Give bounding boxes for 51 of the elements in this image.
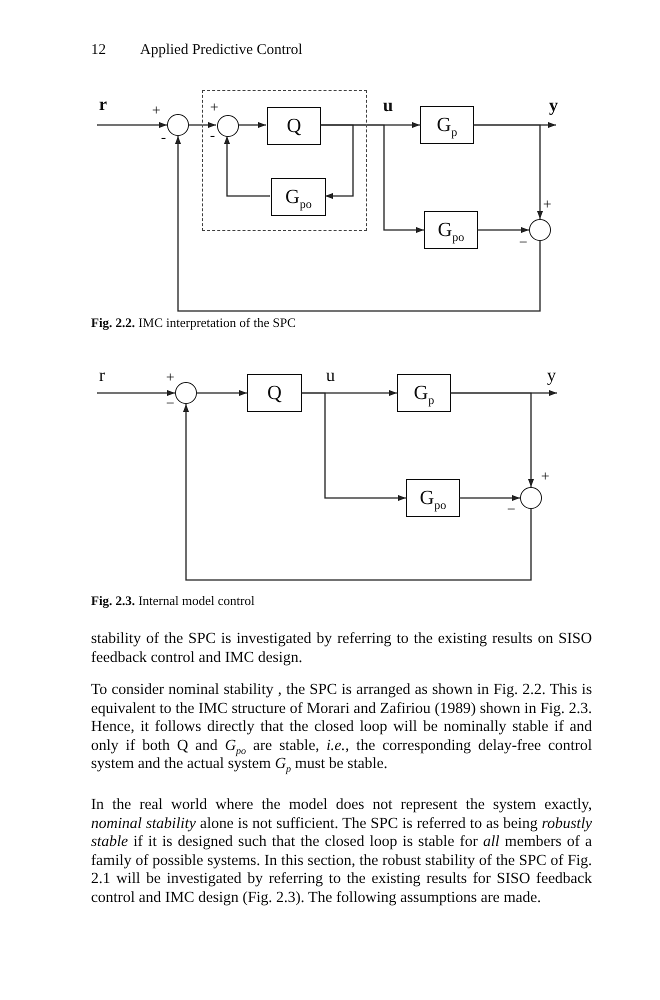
junction-sign: + (541, 470, 550, 485)
junction-sign: + (210, 101, 218, 116)
dashed-frame (202, 90, 367, 231)
arrow (478, 227, 529, 233)
arrow (451, 392, 534, 487)
arrow (97, 390, 175, 396)
arrow (302, 392, 406, 501)
block-label: G$_{po}$ (285, 186, 312, 208)
junction-sign: − (519, 236, 528, 251)
summing-junction (520, 487, 542, 509)
junction-sign: - (161, 131, 166, 146)
paragraph: In the real world where the model does not represent the system exactly, nominal stability alone is not sufficient. The SPC is referred to as being robustly stable if it is designed such that the closed loop is stable for all members of a family of possible systems. In this section, the robust stability of the SPC of Fig. 2.1 will be investigated by referring to the existing results for SISO feedback control and IMC design (Fig. 2.3). The following assumptions are made. (91, 796, 592, 908)
junction-sign: − (166, 397, 174, 412)
block-label: Q (286, 115, 302, 137)
paragraph: To consider nominal stability , the SPC is arranged as shown in Fig. 2.2. This is equivalent to the IMC structure of Morari and Zafiriou (1989) shown in Fig. 2.3. Hence, it follows directly that the closed loop will be nominally stable if and only if both Q and G$_{po}$ are stable, i.e., the corresponding delay-free control system and the actual system G$_{p}$ must be stable. (91, 681, 592, 774)
transfer-block (420, 106, 474, 144)
block-label: G$_{po}$ (438, 219, 464, 241)
arrow (474, 124, 543, 219)
arrow (224, 136, 270, 197)
arrow (97, 122, 167, 128)
arrow (460, 495, 520, 501)
block-label: G$_{p}$ (436, 114, 458, 136)
arrow (197, 390, 247, 396)
summing-junction (217, 115, 239, 137)
figure-caption: Fig. 2.2. IMC interpretation of the SPC (91, 315, 296, 330)
junction-sign: + (543, 198, 552, 213)
transfer-block (397, 374, 451, 412)
junction-sign: + (166, 371, 174, 386)
junction-sign: − (507, 503, 516, 518)
arrow (183, 404, 532, 581)
running-header: Applied Predictive Control (140, 42, 302, 59)
transfer-block (267, 107, 321, 145)
summing-junction (175, 382, 197, 404)
transfer-block (424, 211, 478, 249)
block-label: G$_{p}$ (414, 382, 434, 404)
junction-sign: - (210, 129, 215, 144)
summing-junction (167, 114, 189, 136)
arrow (320, 124, 424, 233)
arrow (238, 122, 266, 128)
summing-junction (529, 219, 551, 241)
transfer-block (271, 178, 326, 216)
page-number: 12 (91, 42, 106, 59)
block-label: G$_{po}$ (420, 487, 446, 509)
paragraph: stability of the SPC is investigated by referring to the existing results on SISO feedback control and IMC design. (91, 630, 592, 668)
transfer-block (247, 374, 302, 412)
transfer-block (406, 479, 460, 517)
figure-caption: Fig. 2.3. Internal model control (91, 593, 255, 608)
arrow (175, 136, 541, 312)
junction-sign: + (152, 104, 160, 119)
block-label: Q (267, 382, 282, 404)
arrow (189, 122, 216, 128)
